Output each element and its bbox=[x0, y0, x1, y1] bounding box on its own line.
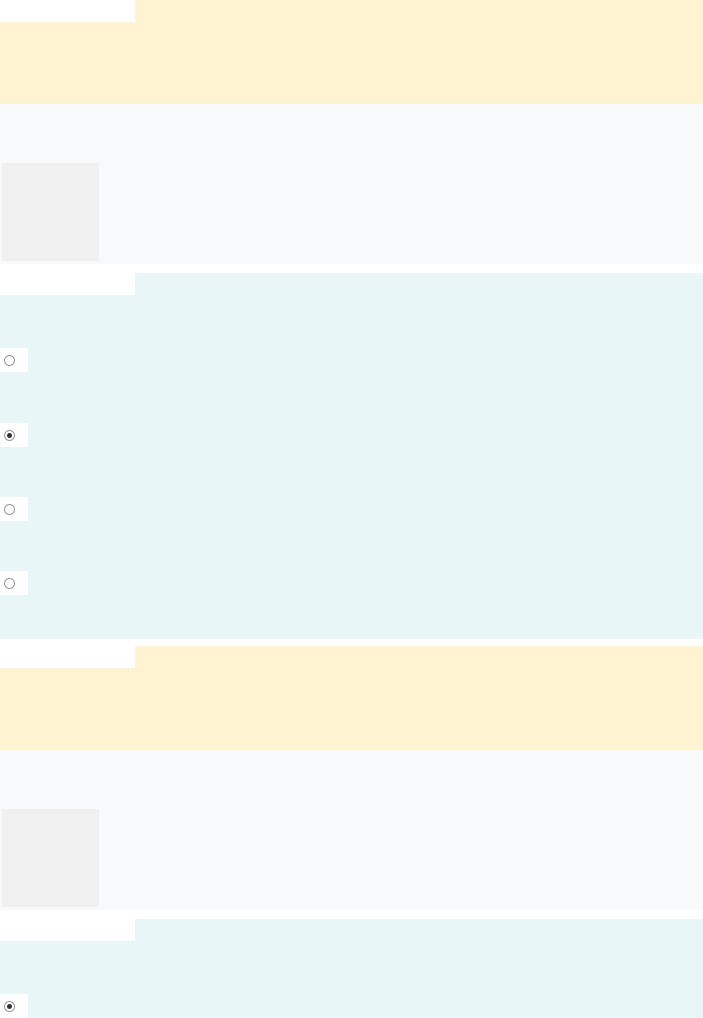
radio-button[interactable] bbox=[4, 354, 15, 366]
answer-options bbox=[0, 273, 703, 639]
question-header bbox=[0, 0, 703, 104]
question-media bbox=[0, 750, 703, 910]
answer-option-1[interactable] bbox=[0, 348, 28, 372]
question-image-placeholder bbox=[2, 809, 99, 907]
answer-option-1[interactable] bbox=[0, 994, 28, 1018]
question-tab bbox=[0, 0, 135, 22]
question-tab bbox=[0, 646, 135, 668]
radio-button-selected[interactable] bbox=[4, 1000, 15, 1012]
answer-option-2[interactable] bbox=[0, 423, 28, 447]
question-image-placeholder bbox=[2, 163, 99, 261]
question-media bbox=[0, 104, 703, 264]
question-header bbox=[0, 646, 703, 750]
radio-button[interactable] bbox=[4, 577, 15, 589]
radio-button[interactable] bbox=[4, 503, 15, 515]
answer-option-3[interactable] bbox=[0, 497, 28, 521]
answer-option-4[interactable] bbox=[0, 571, 28, 595]
radio-button-selected[interactable] bbox=[4, 429, 15, 441]
answers-tab bbox=[0, 919, 135, 941]
answer-options bbox=[0, 919, 703, 1018]
answers-tab bbox=[0, 273, 135, 295]
